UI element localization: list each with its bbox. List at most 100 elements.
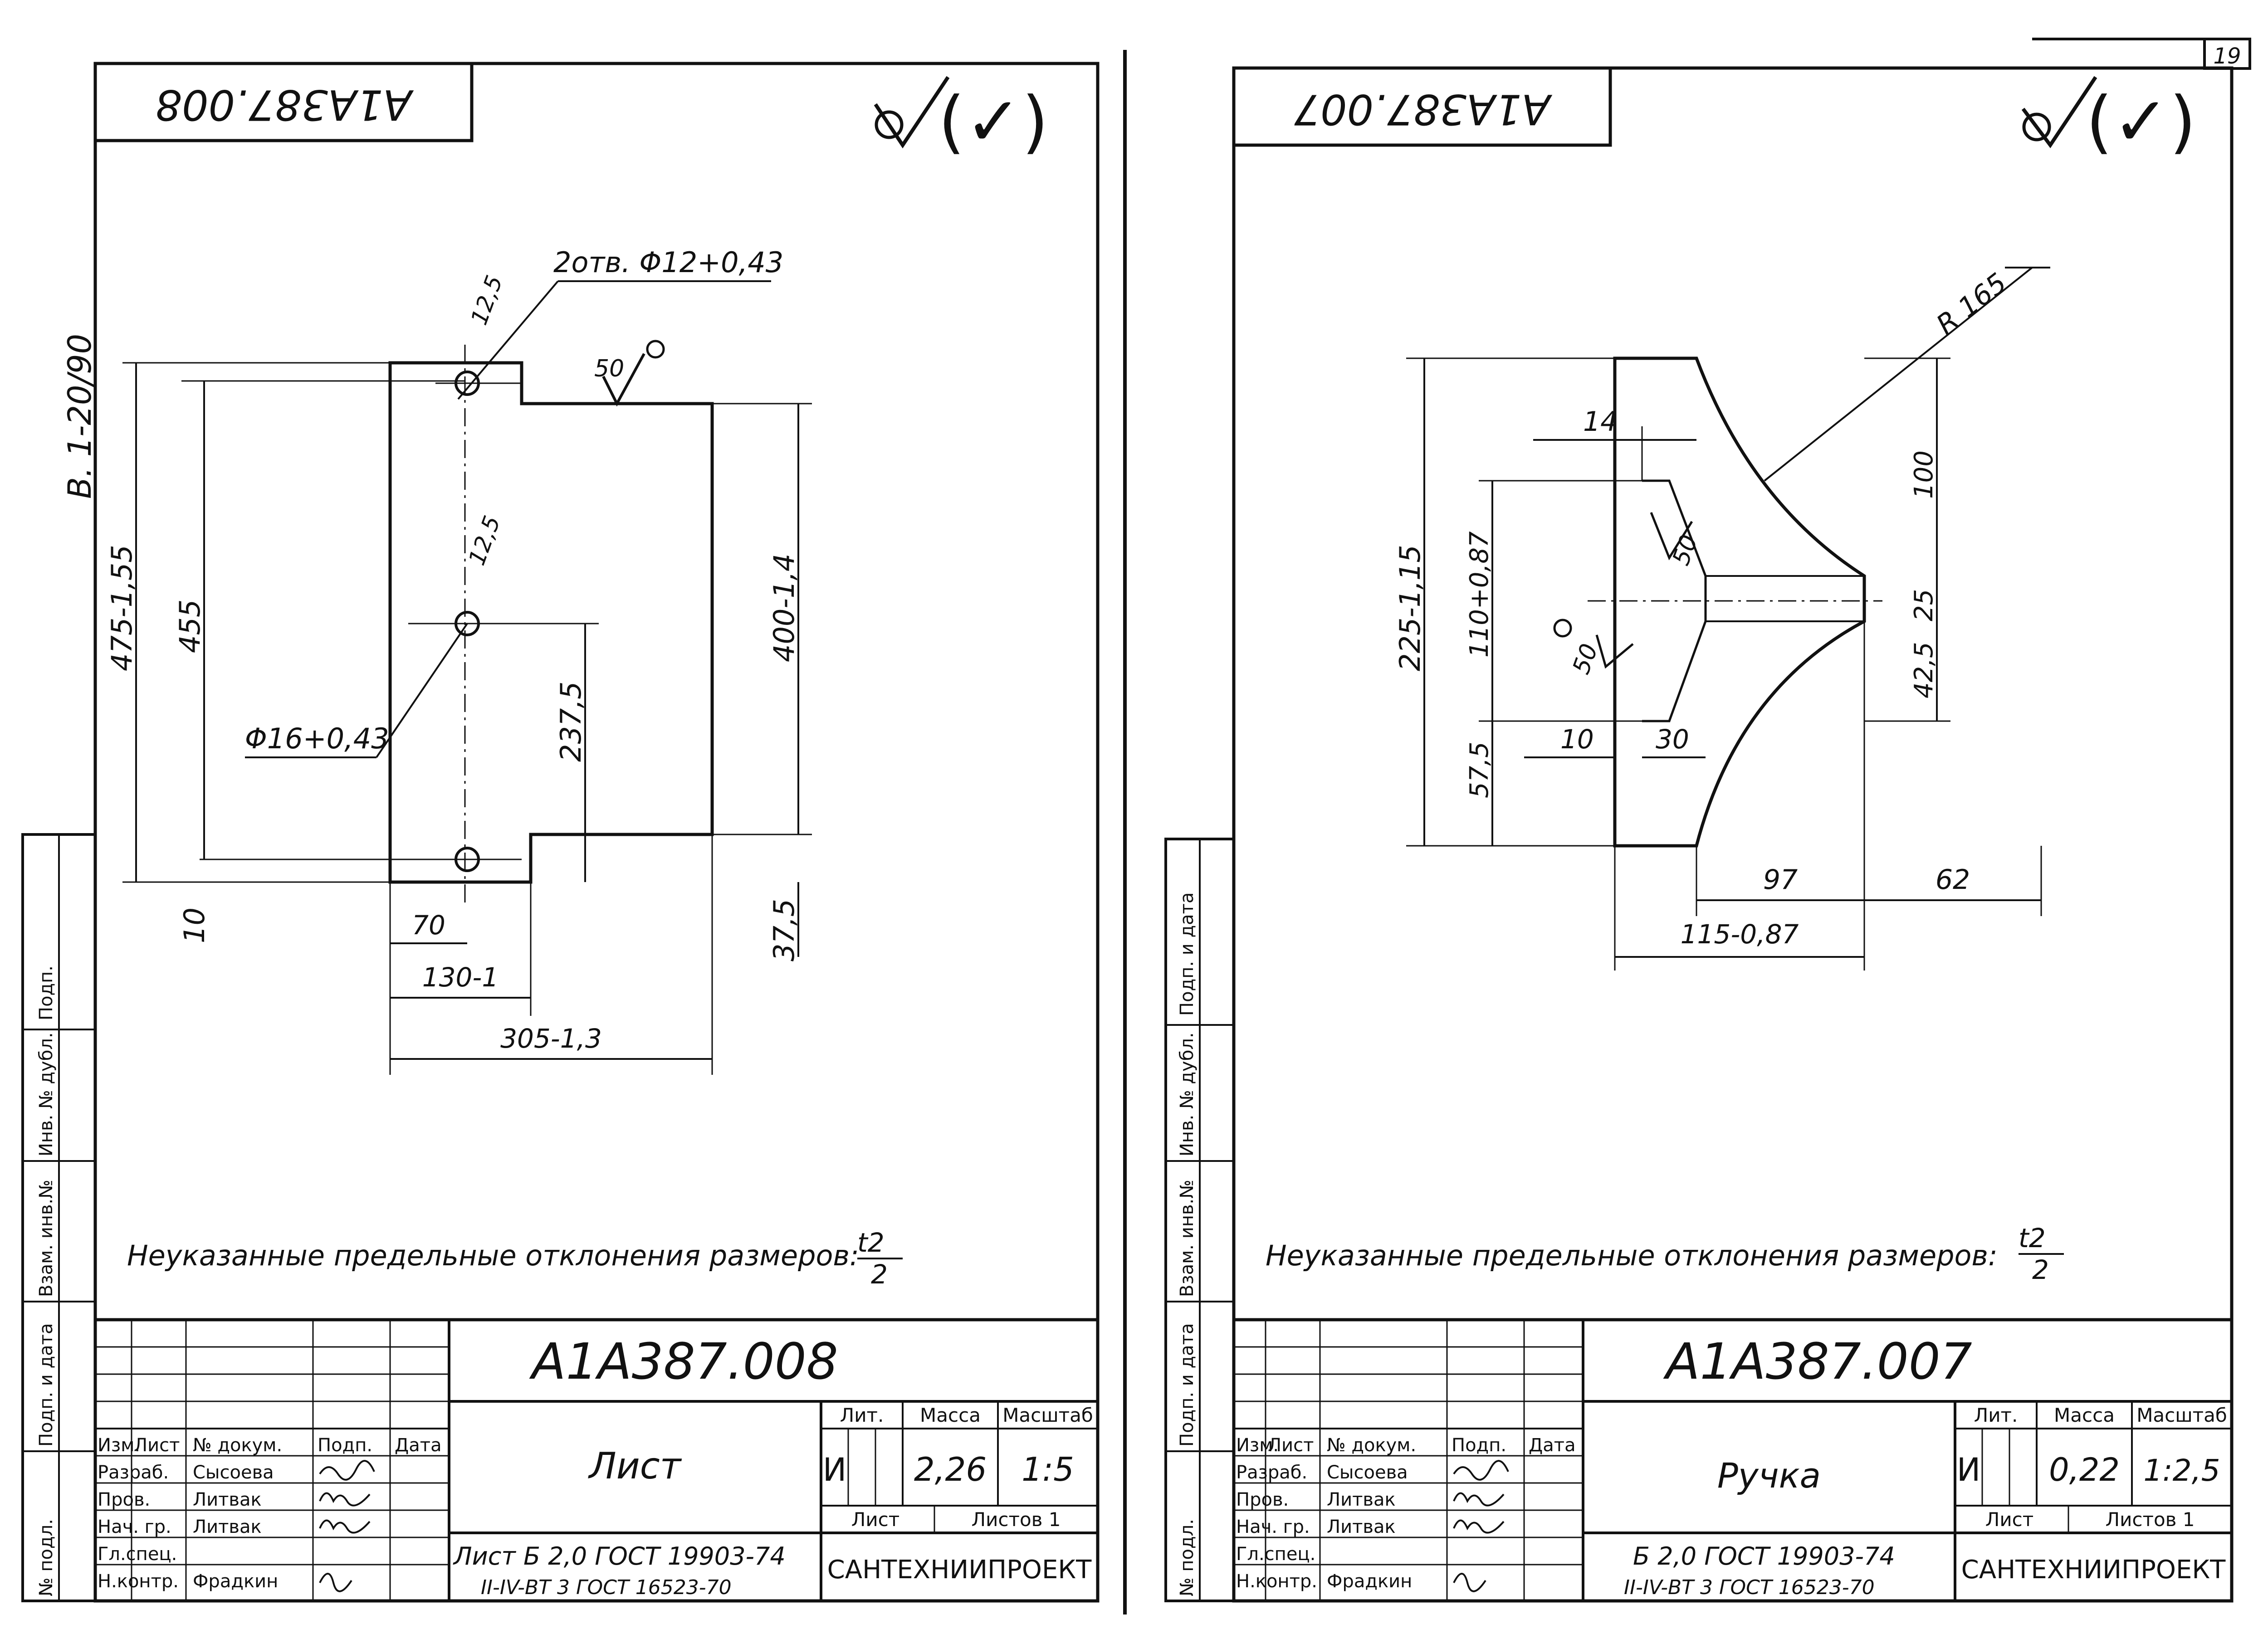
dim-375: 37,5 [767, 899, 801, 961]
hdr-izm-left: Изм. [98, 1435, 140, 1456]
hdr-mass-right: Масса [2054, 1404, 2115, 1426]
mass-right: 0,22 [2049, 1451, 2120, 1488]
drawing-code-left: А1А387.008 [529, 1332, 838, 1390]
material-1-right: Б 2,0 ГОСТ 19903-74 [1633, 1542, 1895, 1571]
hdr-sign-left: Подп. [318, 1435, 372, 1456]
stamp-label-orig-r: № подл. [1177, 1519, 1198, 1596]
roughness-125-b: 12,5 [464, 512, 506, 569]
hdr-sign-right: Подп. [1452, 1435, 1506, 1456]
signature-2-right [1453, 1492, 1505, 1507]
hdr-scale-right: Масштаб [2136, 1404, 2227, 1426]
material-2-left: II-IV-ВТ 3 ГОСТ 16523-70 [481, 1576, 732, 1599]
hdr-mass-left: Масса [920, 1404, 981, 1426]
mirrored-code-left: А1А387.008 [156, 81, 414, 129]
role-check-right: Пров. [1236, 1489, 1289, 1510]
tolerance-note-left: Неуказанные предельные отклонения размер… [127, 1239, 859, 1272]
hdr-lit-right: Лит. [1974, 1404, 2018, 1426]
name-check-left: Литвак [193, 1489, 262, 1510]
hdr-izm-right: Изм. [1236, 1435, 1279, 1456]
stamp-label-dup: Инв. № дубл. [36, 1032, 57, 1156]
surface-finish-icon: (✓) [874, 76, 1048, 161]
dim-100: 100 [1909, 450, 1939, 499]
name-norm-right: Фрадкин [1327, 1571, 1412, 1592]
dim-400: 400-1,4 [767, 554, 801, 662]
name-head-right: Литвак [1327, 1517, 1396, 1537]
hdr-sheet-right: Лист [1985, 1508, 2033, 1531]
surface-finish-mark-right: (✓) [2086, 83, 2196, 161]
name-norm-left: Фрадкин [193, 1571, 278, 1592]
role-norm-left: Н.контр. [98, 1571, 179, 1592]
litera-left: И [823, 1451, 846, 1488]
title-block-right: Изм. Лист № докум. Подп. Дата Разраб. Сы… [1232, 1318, 2234, 1603]
signature-1-left [319, 1460, 375, 1481]
mass-left: 2,26 [914, 1450, 987, 1488]
stamp-label-date-r2: Подп. и дата [1177, 1323, 1198, 1447]
dim-70: 70 [412, 910, 445, 941]
dim-30: 30 [1656, 724, 1689, 755]
dim-455: 455 [173, 600, 206, 653]
role-head-right: Нач. гр. [1236, 1517, 1310, 1537]
dim-14: 14 [1583, 406, 1618, 438]
org-right: САНТЕХНИИПРОЕКТ [1961, 1555, 2226, 1585]
signature-4-right [1453, 1573, 1486, 1592]
drawing-left: Подп. Инв. № дубл. Взам. инв.№ Подп. и д… [21, 62, 1100, 1603]
handle-slot [1642, 479, 1707, 722]
name-check-right: Литвак [1327, 1489, 1396, 1510]
margin-note: В. 1-20/90 [61, 334, 98, 499]
surface-finish-icon-right: (✓) [2021, 76, 2196, 161]
name-head-left: Литвак [193, 1517, 262, 1537]
dim-r165: R 165 [1931, 267, 2013, 341]
part-name-right: Ручка [1717, 1455, 1821, 1496]
org-left: САНТЕХНИИПРОЕКТ [827, 1555, 1092, 1585]
material-2-right: II-IV-ВТ 3 ГОСТ 16523-70 [1624, 1576, 1875, 1599]
mirrored-code-right: А1А387.007 [1294, 85, 1553, 134]
scale-right: 1:2,5 [2143, 1453, 2220, 1488]
stamp-label-replace: Взам. инв.№ [36, 1180, 57, 1297]
stamp-label-orig: № подл. [36, 1519, 57, 1596]
tolerance-num-right: t2 [2019, 1223, 2046, 1254]
drawing-code-right: А1А387.007 [1663, 1332, 1972, 1390]
stamp-label-date: Подп. и дата [36, 1323, 57, 1447]
hdr-sheet-left: Лист [851, 1508, 899, 1531]
hdr-docno-left: № докум. [193, 1435, 282, 1456]
scale-left: 1:5 [1022, 1450, 1074, 1488]
code-box-left [93, 62, 474, 142]
dim-575: 57,5 [1465, 741, 1494, 798]
dim-425: 42,5 [1909, 642, 1939, 698]
hdr-scale-left: Масштаб [1002, 1404, 1093, 1426]
name-dev-right: Сысоева [1327, 1462, 1408, 1483]
signature-1-right [1453, 1460, 1509, 1481]
dim-10-right: 10 [1560, 724, 1594, 755]
title-block-left: Изм. Лист № докум. Подп. Дата Разраб. Сы… [93, 1318, 1100, 1603]
stamp-label-dup-r: Инв. № дубл. [1177, 1032, 1198, 1156]
hdr-docno-right: № докум. [1327, 1435, 1416, 1456]
name-dev-left: Сысоева [193, 1462, 274, 1483]
roughness-50-left: 50 [594, 355, 624, 382]
stamp-label-replace-r: Взам. инв.№ [1177, 1180, 1198, 1297]
dim-225: 225-1,15 [1393, 545, 1427, 671]
signature-3-right [1453, 1519, 1505, 1534]
hdr-list-right: Лист [1268, 1435, 1314, 1456]
role-spec-left: Гл.спец. [98, 1544, 177, 1565]
litera-right: И [1957, 1451, 1980, 1488]
signature-3-left [319, 1519, 371, 1534]
dim-97: 97 [1763, 864, 1798, 896]
drawing-right: Подп. и дата Инв. № дубл. Взам. инв.№ По… [1164, 66, 2234, 1603]
stamp-label-date-r1: Подп. и дата [1177, 893, 1198, 1016]
role-norm-right: Н.контр. [1236, 1571, 1317, 1592]
tolerance-den-right: 2 [2032, 1254, 2049, 1285]
hole-spec-small: 2отв. Φ12+0,43 [553, 246, 783, 279]
material-1-left: Лист Б 2,0 ГОСТ 19903-74 [453, 1542, 786, 1571]
role-check-left: Пров. [98, 1489, 150, 1510]
code-box-right [1232, 66, 1612, 147]
side-stamp-left: Подп. Инв. № дубл. Взам. инв.№ Подп. и д… [21, 833, 97, 1602]
role-head-left: Нач. гр. [98, 1517, 171, 1537]
dim-130: 130-1 [422, 962, 499, 993]
role-dev-right: Разраб. [1236, 1462, 1307, 1483]
side-stamp-right: Подп. и дата Инв. № дубл. Взам. инв.№ По… [1164, 838, 1235, 1602]
tolerance-den-left: 2 [871, 1259, 888, 1290]
dim-25: 25 [1909, 589, 1939, 621]
hdr-date-right: Дата [1529, 1435, 1576, 1456]
roughness-125-a: 12,5 [466, 272, 508, 328]
